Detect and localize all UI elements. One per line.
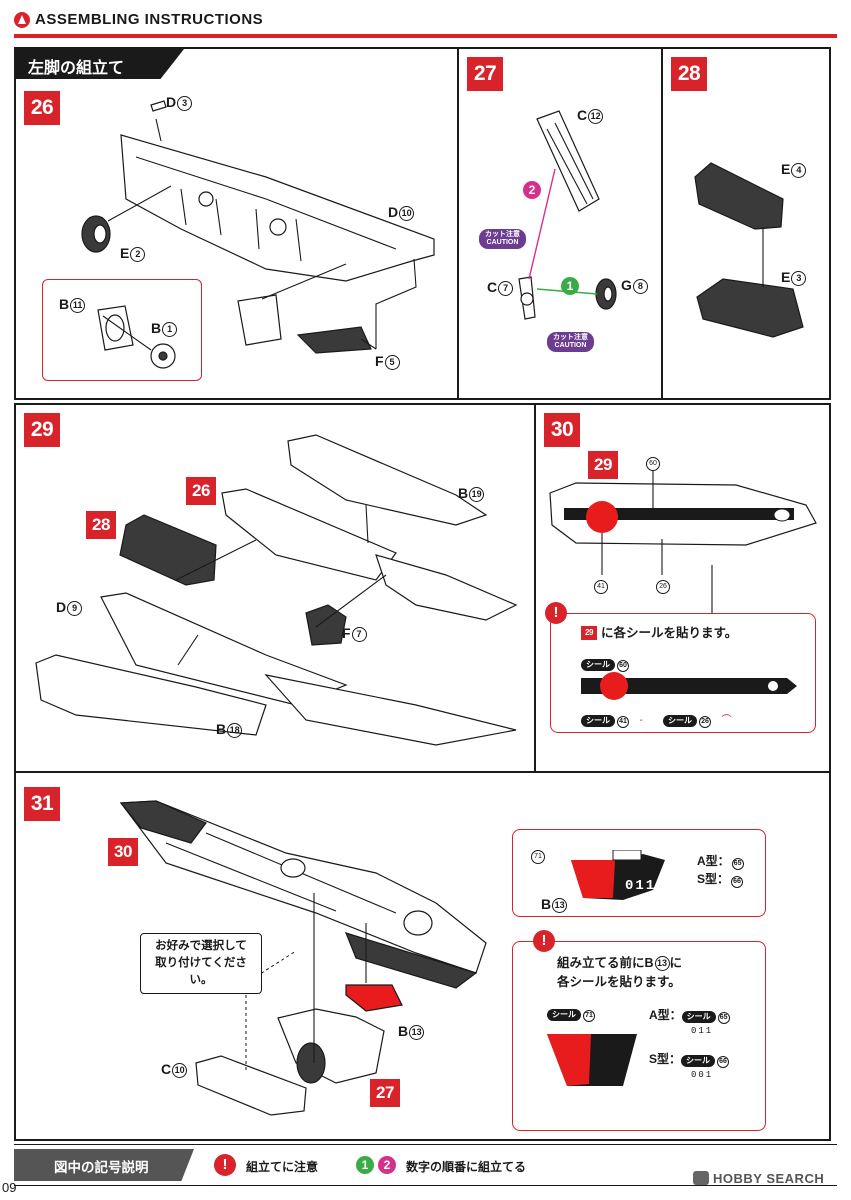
header-divider — [14, 34, 837, 38]
legend-caution-icon: ! — [214, 1154, 236, 1176]
type-a-sticker-ref: A型：65 — [697, 852, 744, 870]
ref-step-30: 30 — [108, 838, 138, 866]
legend-order-1-icon: 1 — [356, 1156, 374, 1174]
legend-order-2-icon: 2 — [378, 1156, 396, 1174]
ref-step-29-inline: 29 — [581, 626, 597, 640]
caution-icon-b13: ! — [533, 930, 555, 952]
optional-parts-speech-bubble: お好みで選択して取り付けてください。 — [140, 933, 262, 994]
sticker-26-marker: 26 — [656, 580, 670, 594]
sticker-note: に各シールを貼ります。 — [601, 626, 738, 640]
brand-logo-icon — [14, 12, 30, 28]
step-number-26: 26 — [24, 91, 60, 125]
page-title: ASSEMBLING INSTRUCTIONS — [35, 11, 264, 28]
legend-caution-text: 組立てに注意 — [246, 1160, 319, 1174]
step-29-illustration — [35, 434, 518, 746]
marking-011: 011 — [625, 878, 657, 894]
fan-assembly-illustration — [97, 305, 176, 369]
step-26-illustration — [81, 100, 435, 354]
sticker-71-marker: 71 — [531, 850, 545, 864]
step-number-28: 28 — [671, 57, 707, 91]
sticker-60-shape — [581, 672, 797, 700]
step-number-27: 27 — [467, 57, 503, 91]
step-number-31: 31 — [24, 787, 60, 821]
page-number: 09 — [2, 1180, 17, 1195]
ref-step-26: 26 — [186, 477, 216, 505]
type-s-sticker-ref: S型：66 — [697, 870, 744, 888]
page-header: ASSEMBLING INSTRUCTIONS — [0, 0, 851, 40]
section-title: 左脚の組立て — [28, 60, 125, 77]
step-30-illustration — [549, 469, 817, 618]
step-number-29: 29 — [24, 413, 60, 447]
step-28-illustration — [694, 162, 804, 338]
legend-title-box: 図中の記号説明 — [14, 1149, 194, 1181]
watermark-logo-icon — [693, 1171, 709, 1185]
b13-part-shape — [571, 850, 665, 900]
step-27-illustration — [518, 110, 617, 320]
sticker-60-marker: 60 — [646, 457, 660, 471]
step-number-30: 30 — [544, 413, 580, 447]
marking-a-preview: 011 — [691, 1026, 714, 1036]
watermark: HOBBY SEARCH — [713, 1171, 825, 1186]
section-title-bar — [16, 49, 184, 79]
marking-s-preview: 001 — [691, 1070, 714, 1080]
order-2-badge: 2 — [523, 181, 541, 199]
caution-icon: ! — [545, 602, 567, 624]
order-1-badge: 1 — [561, 277, 579, 295]
ref-step-29: 29 — [588, 451, 618, 479]
sticker-71-shape — [547, 1034, 637, 1086]
ref-step-28: 28 — [86, 511, 116, 539]
ref-step-27: 27 — [370, 1079, 400, 1107]
callout-line-2: 各シールを貼ります。 — [557, 975, 681, 989]
legend-order-text: 数字の順番に組立てる — [406, 1160, 527, 1174]
sticker-41-marker: 41 — [594, 580, 608, 594]
legend-title: 図中の記号説明 — [54, 1160, 149, 1175]
step-31-illustration — [119, 800, 487, 1116]
